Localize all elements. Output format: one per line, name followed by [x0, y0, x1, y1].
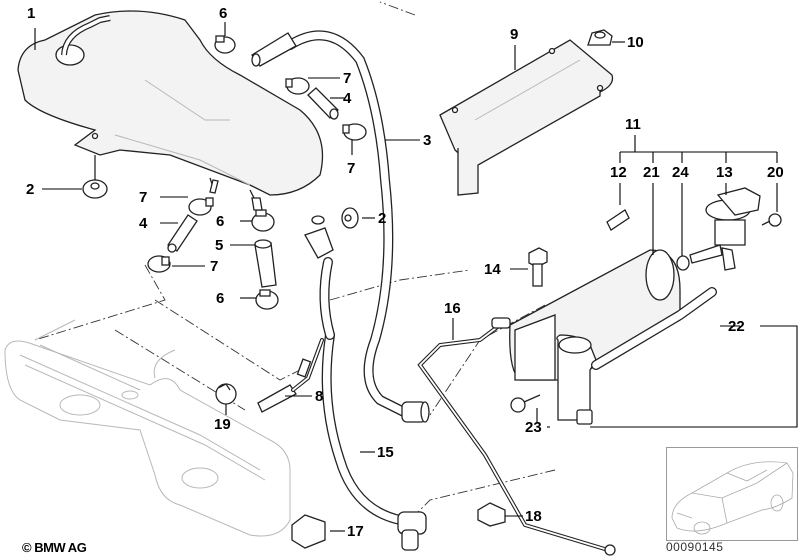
callout-20[interactable]: 20: [767, 164, 784, 181]
callout-6[interactable]: 6: [216, 213, 225, 230]
part-16-line[interactable]: [417, 317, 616, 556]
part-7-clamp-a[interactable]: [285, 77, 310, 95]
part-6-clamp-low[interactable]: [255, 289, 279, 310]
part-10-grommet[interactable]: [587, 29, 613, 46]
callout-9[interactable]: 9: [510, 26, 519, 43]
vehicle-thumbnail: [666, 447, 798, 541]
callout-5[interactable]: 5: [215, 237, 224, 254]
part-22-hose[interactable]: [591, 287, 717, 370]
callout-7[interactable]: 7: [343, 70, 352, 87]
callout-6[interactable]: 6: [219, 5, 228, 22]
tank-outlet-stub: [209, 179, 219, 194]
callout-7[interactable]: 7: [347, 160, 356, 177]
part-13-valve[interactable]: [689, 187, 761, 271]
part-4-hose-lower[interactable]: [167, 214, 198, 253]
callout-23[interactable]: 23: [525, 419, 542, 436]
callout-21[interactable]: 21: [643, 164, 660, 181]
copyright-text: © BMW AG: [22, 540, 87, 555]
callout-2[interactable]: 2: [378, 210, 387, 227]
part-2-nut-left[interactable]: [82, 179, 108, 199]
part-7-clamp-b[interactable]: [342, 123, 367, 141]
part-6-clamp-mid[interactable]: [251, 209, 275, 232]
part-9-bracket[interactable]: [439, 39, 614, 196]
part-12-label[interactable]: [606, 209, 630, 231]
callout-11[interactable]: 11: [625, 116, 641, 133]
tank-outlet-stub: [251, 197, 263, 211]
part-24-seal[interactable]: [676, 255, 690, 271]
callout-22[interactable]: 22: [728, 318, 745, 335]
callout-24[interactable]: 24: [672, 164, 689, 181]
callout-7[interactable]: 7: [210, 258, 219, 275]
callout-17[interactable]: 17: [347, 523, 364, 540]
callout-13[interactable]: 13: [716, 164, 733, 181]
callout-4[interactable]: 4: [139, 215, 148, 232]
callout-12[interactable]: 12: [610, 164, 627, 181]
hose-terminal: [304, 215, 334, 259]
part-8-vent-line[interactable]: [257, 338, 324, 413]
hose-connector-bottom[interactable]: [397, 511, 427, 551]
callout-4[interactable]: 4: [343, 90, 352, 107]
callout-7[interactable]: 7: [139, 189, 148, 206]
callout-10[interactable]: 10: [627, 34, 644, 51]
callout-14[interactable]: 14: [484, 261, 501, 278]
callout-18[interactable]: 18: [525, 508, 542, 525]
part-7-clamp-c[interactable]: [188, 197, 214, 216]
part-6-clamp-top[interactable]: [214, 35, 236, 54]
part-23-screw[interactable]: [510, 394, 541, 413]
drawing-number: 00090145: [666, 540, 724, 554]
part-3-vent-hose[interactable]: [285, 30, 415, 420]
part-15-hose[interactable]: [319, 257, 405, 525]
part-1-expansion-tank[interactable]: [17, 10, 324, 201]
car-outline-icon: [671, 461, 794, 535]
callout-19[interactable]: 19: [214, 416, 231, 433]
part-4-hose-upper[interactable]: [307, 87, 339, 120]
callout-3[interactable]: 3: [423, 132, 432, 149]
callout-1[interactable]: 1: [27, 5, 36, 22]
part-17-holder[interactable]: [291, 514, 326, 549]
leader-lines: [34, 22, 798, 532]
part-21-filter-housing[interactable]: [509, 249, 681, 425]
callout-8[interactable]: 8: [315, 388, 324, 405]
hose-connector-elbow[interactable]: [401, 401, 430, 423]
hose-segment-top[interactable]: [251, 32, 297, 67]
part-20-screw[interactable]: [761, 213, 782, 227]
callout-2[interactable]: 2: [26, 181, 35, 198]
callout-6[interactable]: 6: [216, 290, 225, 307]
fuel-tank-ghost: [4, 319, 291, 537]
part-18-clip[interactable]: [477, 502, 506, 527]
part-5-hose[interactable]: [254, 239, 277, 288]
callout-16[interactable]: 16: [444, 300, 461, 317]
part-14-bolt[interactable]: [528, 247, 548, 287]
part-7-clamp-d[interactable]: [147, 255, 171, 273]
part-19-clamp[interactable]: [215, 383, 237, 405]
part-2-nut-right[interactable]: [341, 207, 359, 229]
callout-15[interactable]: 15: [377, 444, 394, 461]
